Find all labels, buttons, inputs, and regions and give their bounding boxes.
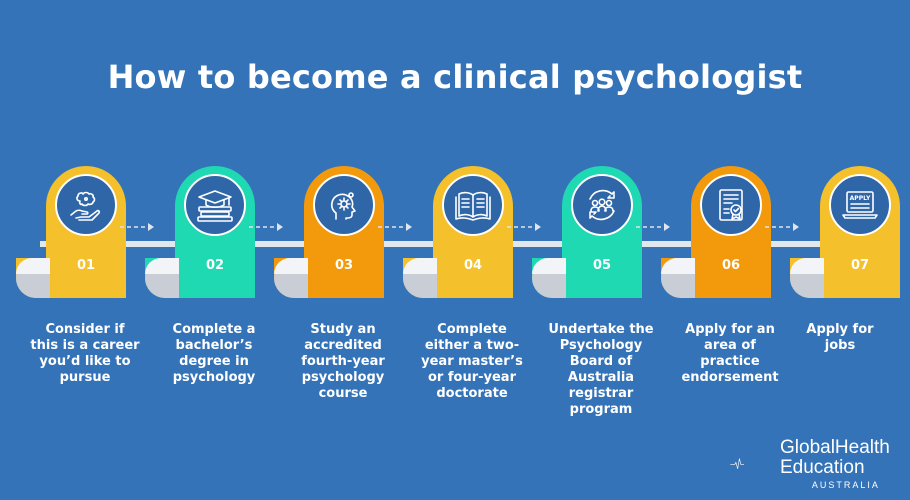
brand-logo: GlobalHealth Education AUSTRALIA [780,437,890,491]
step-description-05: Undertake the Psychology Board of Austra… [548,322,654,417]
step-06: 06 [661,166,771,298]
step-description-03: Study an accredited fourth-year psycholo… [301,322,385,401]
brain-in-hand-icon [70,191,101,221]
page-title: How to become a clinical psychologist [107,58,803,96]
graduation-cap-books-icon [197,190,233,222]
arrow-connector [378,223,412,231]
step-curl-highlight [145,258,179,274]
step-number: 01 [76,258,96,273]
step-description-07: Apply for jobs [806,322,874,353]
step-curl-highlight [790,258,824,274]
step-01: 01 [16,166,126,298]
step-curl-highlight [274,258,308,274]
step-number: 05 [592,258,612,273]
step-icon-circle: APPLY [829,174,891,236]
certificate-document-icon [719,189,743,221]
step-07: APPLY 07 [790,166,900,298]
apply-laptop-icon: APPLY [842,191,878,219]
step-icon-circle [571,174,633,236]
step-icon-circle [55,174,117,236]
step-icon-circle [184,174,246,236]
step-04: 04 [403,166,513,298]
arrow-connector [507,223,541,231]
apply-icon-label: APPLY [850,195,871,202]
logo-line-2: Education [780,457,865,478]
step-number: 03 [334,258,354,273]
step-number: 07 [850,258,870,273]
logo-line-1: GlobalHealth [780,437,890,458]
logo-line-3: AUSTRALIA [811,480,880,490]
step-02: 02 [145,166,255,298]
step-number: 06 [721,258,741,273]
step-icon-circle [313,174,375,236]
step-icon-circle [700,174,762,236]
arrow-connector [765,223,799,231]
step-curl-highlight [661,258,695,274]
step-description-06: Apply for an area of practice endorsemen… [681,322,779,385]
step-curl-highlight [532,258,566,274]
step-curl-highlight [403,258,437,274]
step-description-02: Complete a bachelor’s degree in psycholo… [172,322,256,385]
step-curl-highlight [16,258,50,274]
heartbeat-logo-icon [730,458,745,470]
step-number: 04 [463,258,483,273]
arrow-connector [636,223,670,231]
step-icon-circle [442,174,504,236]
step-number: 02 [205,258,225,273]
step-05: 05 [532,166,642,298]
arrow-connector [120,223,154,231]
step-description-04: Complete either a two-year master’s or f… [421,322,523,401]
step-03: 03 [274,166,384,298]
step-description-01: Consider if this is a career you’d like … [30,322,140,385]
head-gears-icon [330,192,356,220]
people-cycle-icon [589,189,615,221]
open-book-icon [455,191,491,221]
arrow-connector [249,223,283,231]
